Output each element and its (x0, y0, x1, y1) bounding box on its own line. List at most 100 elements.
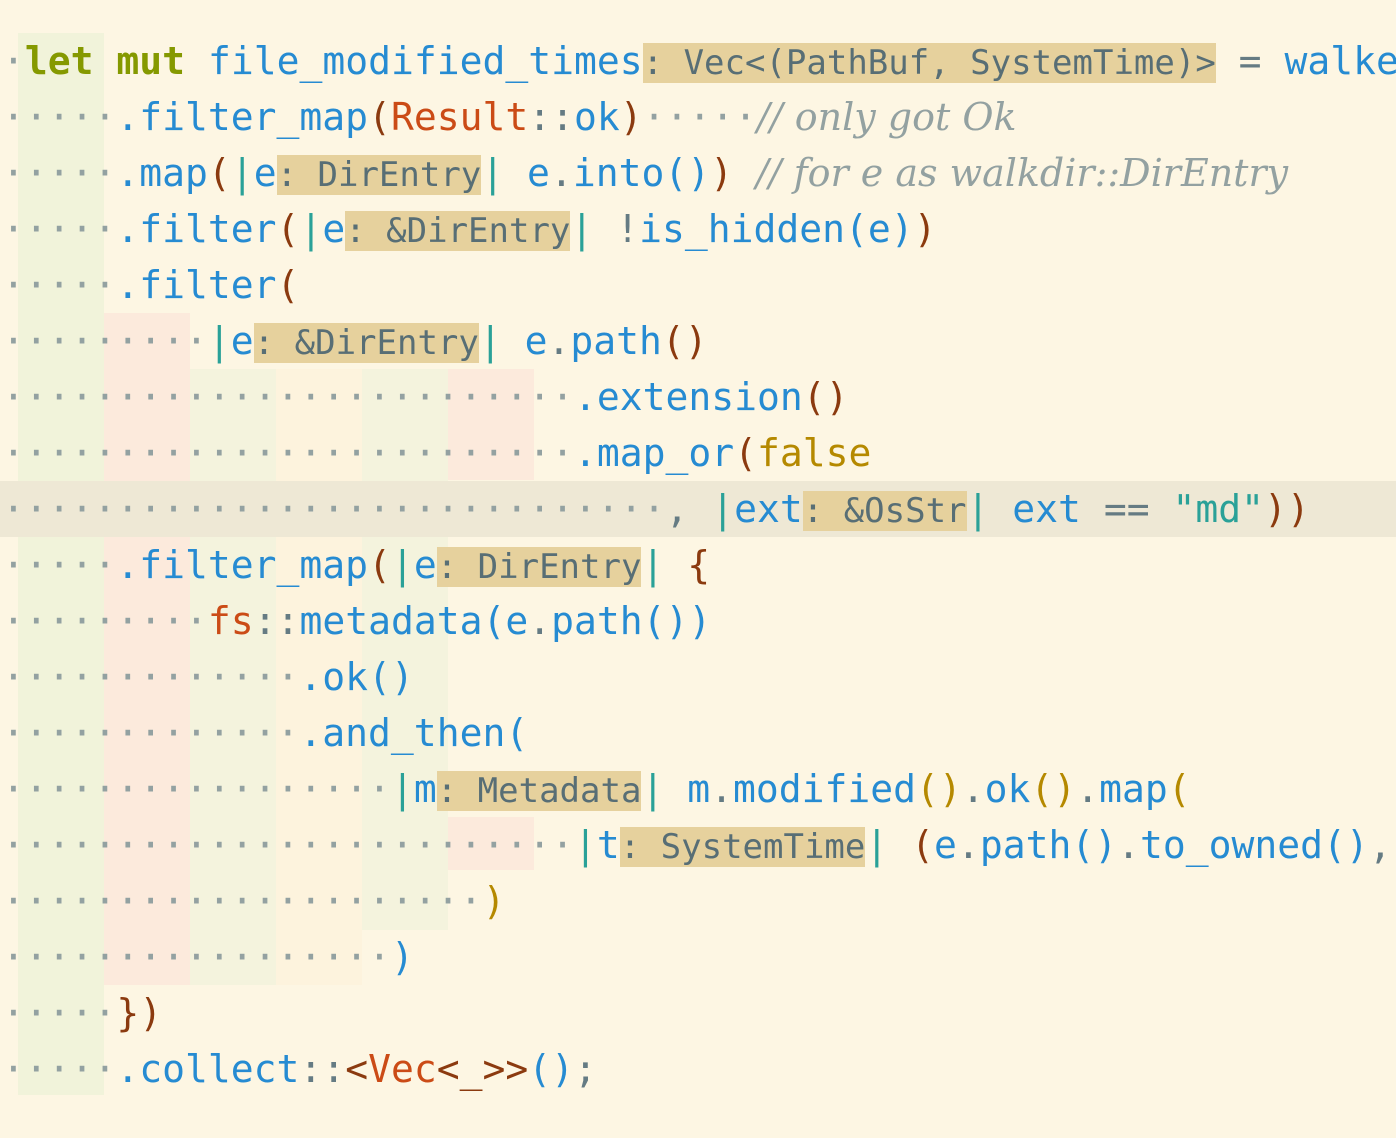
code-token: . (547, 319, 571, 363)
inlay-type-hint: : &OsStr (802, 491, 967, 531)
code-line[interactable]: ·····.filter(|e: &DirEntry| !is_hidden(e… (0, 201, 1396, 257)
whitespace-marker: ········· (2, 319, 208, 363)
code-token: .map_or (573, 431, 735, 475)
code-token: () (916, 767, 962, 811)
whitespace-marker: ····· (2, 207, 117, 251)
code-token: metadata (299, 599, 483, 643)
code-token: | (390, 767, 414, 811)
code-token: m (413, 767, 437, 811)
code-token: | (478, 319, 502, 363)
code-token: == (1080, 487, 1173, 531)
code-token: e (230, 319, 254, 363)
code-token: <_> (436, 1047, 506, 1091)
code-line[interactable]: ·····.filter( (0, 257, 1396, 313)
code-line[interactable]: ·····}) (0, 985, 1396, 1041)
code-token: , (665, 487, 712, 531)
code-token: ( (482, 599, 506, 643)
code-token: ext (734, 487, 803, 531)
code-token: ) (913, 207, 937, 251)
code-line[interactable]: ·····················) (0, 873, 1396, 929)
code-line[interactable]: ·····.filter_map(|e: DirEntry| { (0, 537, 1396, 593)
code-token: .and_then (299, 711, 506, 755)
code-token: .map (116, 151, 208, 195)
whitespace-marker: ····· (2, 1047, 117, 1091)
code-line[interactable]: ·············.and_then( (0, 705, 1396, 761)
code-token: | (966, 487, 990, 531)
code-token: | (570, 207, 594, 251)
current-line-highlight (0, 481, 1396, 537)
code-line[interactable]: ·················|m: Metadata| m.modifie… (0, 761, 1396, 817)
indent-guide (104, 313, 190, 985)
code-token: ) (619, 95, 643, 139)
whitespace-marker: ························· (2, 823, 574, 867)
whitespace-marker: ················· (2, 935, 391, 979)
whitespace-marker: ····· (2, 991, 117, 1035)
code-line[interactable]: ·················) (0, 929, 1396, 985)
code-token: . (1076, 767, 1100, 811)
code-line[interactable]: ·············.ok() (0, 649, 1396, 705)
indent-guide (18, 33, 104, 1095)
code-token: e (501, 319, 548, 363)
code-token: . (549, 151, 573, 195)
code-line[interactable]: ·········|e: &DirEntry| e.path() (0, 313, 1396, 369)
code-line[interactable]: ·····.map(|e: DirEntry| e.into()) // for… (0, 145, 1396, 201)
indent-guide (448, 817, 534, 870)
code-token: .ok (299, 655, 369, 699)
code-token: () (1071, 823, 1118, 867)
code-token: ( (368, 95, 391, 139)
code-token: () (642, 599, 689, 643)
code-line[interactable]: ·········fs::metadata(e.path()) (0, 593, 1396, 649)
code-token: ok (984, 767, 1031, 811)
code-token: , (1368, 823, 1392, 867)
code-token: e (413, 543, 437, 587)
code-token: ( (276, 263, 300, 307)
code-token: path (570, 319, 662, 363)
code-token: ext (989, 487, 1081, 531)
code-comment: // for e as walkdir::DirEntry (755, 151, 1289, 195)
code-line[interactable]: ·························.map_or(false (0, 425, 1396, 481)
code-token: e (934, 823, 957, 867)
code-line[interactable]: ·························.extension() (0, 369, 1396, 425)
inlay-type-hint: : DirEntry (436, 547, 642, 587)
code-token: e (505, 599, 529, 643)
whitespace-marker: ····· (2, 151, 117, 195)
code-line[interactable]: ·let mut file_modified_times: Vec<(PathB… (0, 33, 1396, 89)
whitespace-marker: ························· (2, 375, 574, 419)
code-token: | (390, 543, 414, 587)
code-token (733, 151, 756, 195)
inlay-type-hint: : &DirEntry (345, 211, 571, 251)
code-token: | (641, 543, 665, 587)
code-token: () (802, 375, 849, 419)
code-line[interactable]: ·····.filter_map(Result::ok)·····// only… (0, 89, 1396, 145)
code-token: < (345, 1047, 369, 1091)
code-token: | (299, 207, 323, 251)
code-token: } (116, 991, 140, 1035)
code-token: . (956, 823, 980, 867)
code-token: ) (688, 599, 712, 643)
code-token: e (504, 151, 550, 195)
code-token: | (230, 151, 254, 195)
code-token: m (664, 767, 711, 811)
code-token: :: (253, 599, 300, 643)
code-token: ( (734, 431, 757, 475)
code-token: () (528, 1047, 575, 1091)
code-token: ( (276, 207, 300, 251)
code-token: to_owned (1140, 823, 1324, 867)
code-token (185, 39, 208, 83)
code-token (664, 543, 687, 587)
whitespace-marker: ····························· (2, 487, 666, 531)
code-token: ok (574, 95, 620, 139)
code-line[interactable]: ·····························, |ext: &Os… (0, 481, 1396, 537)
whitespace-marker: ····················· (2, 879, 483, 923)
code-line[interactable]: ·····.collect::<Vec<_>>(); (0, 1041, 1396, 1097)
code-token: map (1099, 767, 1168, 811)
inlay-type-hint: : SystemTime (619, 827, 866, 867)
inlay-type-hint: : &DirEntry (253, 323, 479, 363)
code-token: > (505, 1047, 529, 1091)
indent-guide (362, 369, 448, 930)
code-token: | (641, 767, 665, 811)
code-line[interactable]: ·························|t: SystemTime|… (0, 817, 1396, 873)
whitespace-marker: ····· (642, 95, 758, 139)
indent-guide (276, 369, 362, 985)
